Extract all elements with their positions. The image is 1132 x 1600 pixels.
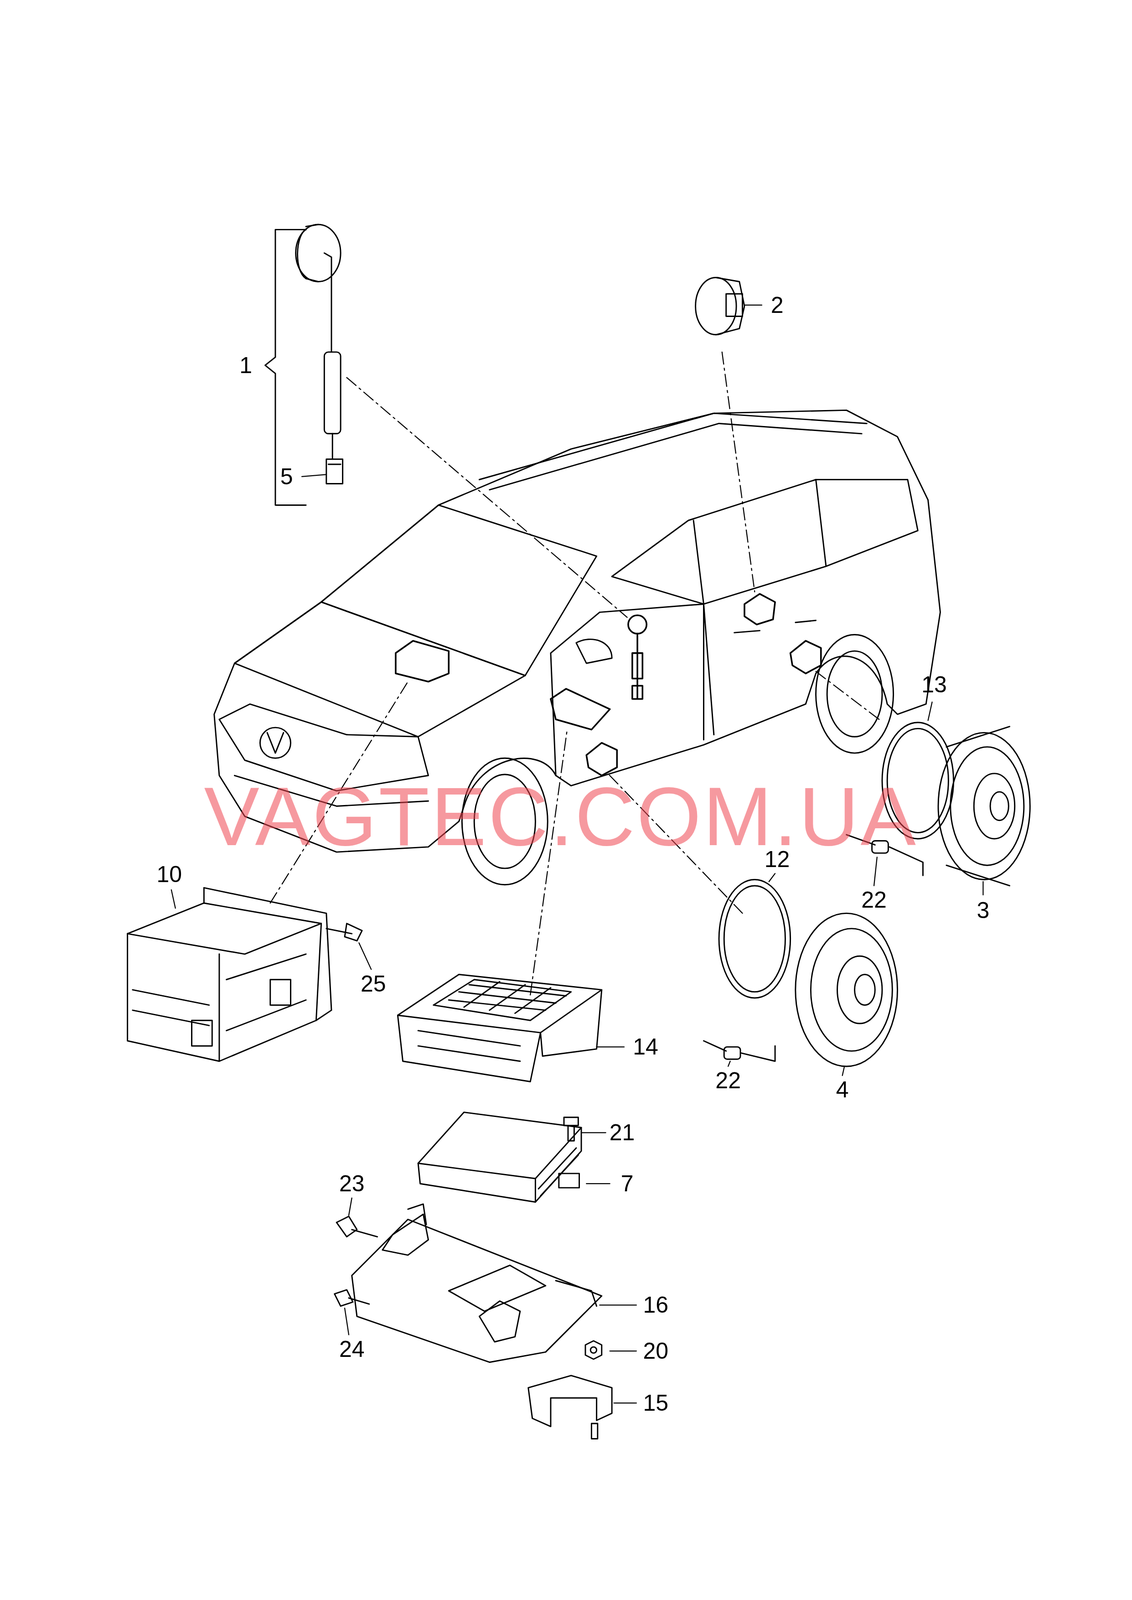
callout-number: 13: [921, 672, 947, 696]
nut: [585, 1340, 602, 1359]
watermark: VAGTEC.COM.UA: [204, 774, 918, 858]
amplifier-cover: [397, 974, 602, 1082]
radio-unit: [127, 887, 362, 1061]
callout-number: 22: [715, 1068, 741, 1092]
callout-number: 5: [280, 465, 294, 488]
callout-number: 21: [609, 1120, 636, 1144]
callout-number: 16: [643, 1292, 669, 1316]
mounting-bracket: [334, 1203, 602, 1362]
callout-number: 3: [976, 898, 990, 922]
callout-number: 25: [360, 971, 387, 995]
callout-number: 2: [770, 293, 784, 317]
amplifier: [418, 1111, 582, 1202]
small-bracket: [528, 1374, 612, 1439]
callout-number: 4: [836, 1077, 849, 1101]
bolt: [563, 1116, 579, 1141]
callout-number: 22: [861, 888, 887, 911]
tweeter-rear: [695, 277, 745, 335]
tweeter-front: [265, 224, 343, 505]
callout-number: 24: [339, 1337, 365, 1360]
callout-number: 15: [643, 1390, 669, 1414]
callout-number: 1: [239, 353, 253, 377]
mounting-marks: [395, 593, 822, 776]
callout-number: 20: [643, 1338, 669, 1362]
callout-number: 23: [339, 1171, 365, 1195]
speaker-front: [703, 879, 898, 1066]
callout-number: 14: [632, 1034, 659, 1058]
leader-lines: [171, 304, 984, 1403]
reference-lines: [270, 351, 879, 995]
callout-number: 10: [156, 862, 183, 886]
callout-number: 7: [620, 1171, 634, 1195]
